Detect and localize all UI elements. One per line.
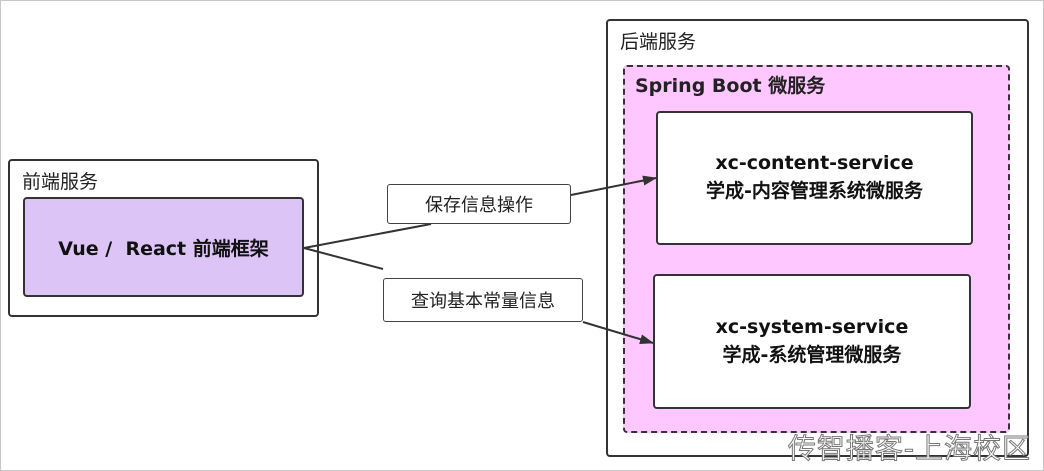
spring-boot-title: Spring Boot 微服务 (635, 75, 826, 97)
content-service-box: xc-content-service 学成-内容管理系统微服务 (656, 111, 973, 245)
backend-group-title: 后端服务 (620, 31, 697, 53)
content-service-name: xc-content-service (715, 152, 914, 175)
query-connector-arrow (582, 321, 654, 345)
system-service-name: xc-system-service (715, 315, 909, 338)
watermark-text: 传智播客-上海校区 (787, 432, 1031, 466)
save-operation-label: 保存信息操作 (387, 184, 571, 224)
content-service-desc: 学成-内容管理系统微服务 (706, 180, 923, 202)
save-connector-tail (303, 223, 432, 249)
query-constants-label: 查询基本常量信息 (383, 278, 583, 322)
query-connector-tail (303, 247, 384, 270)
frontend-framework-box: Vue / React 前端框架 (23, 197, 304, 297)
save-connector-arrow (570, 175, 657, 196)
frontend-group-title: 前端服务 (22, 171, 99, 193)
system-service-desc: 学成-系统管理微服务 (722, 343, 902, 366)
system-service-box: xc-system-service 学成-系统管理微服务 (653, 274, 971, 409)
